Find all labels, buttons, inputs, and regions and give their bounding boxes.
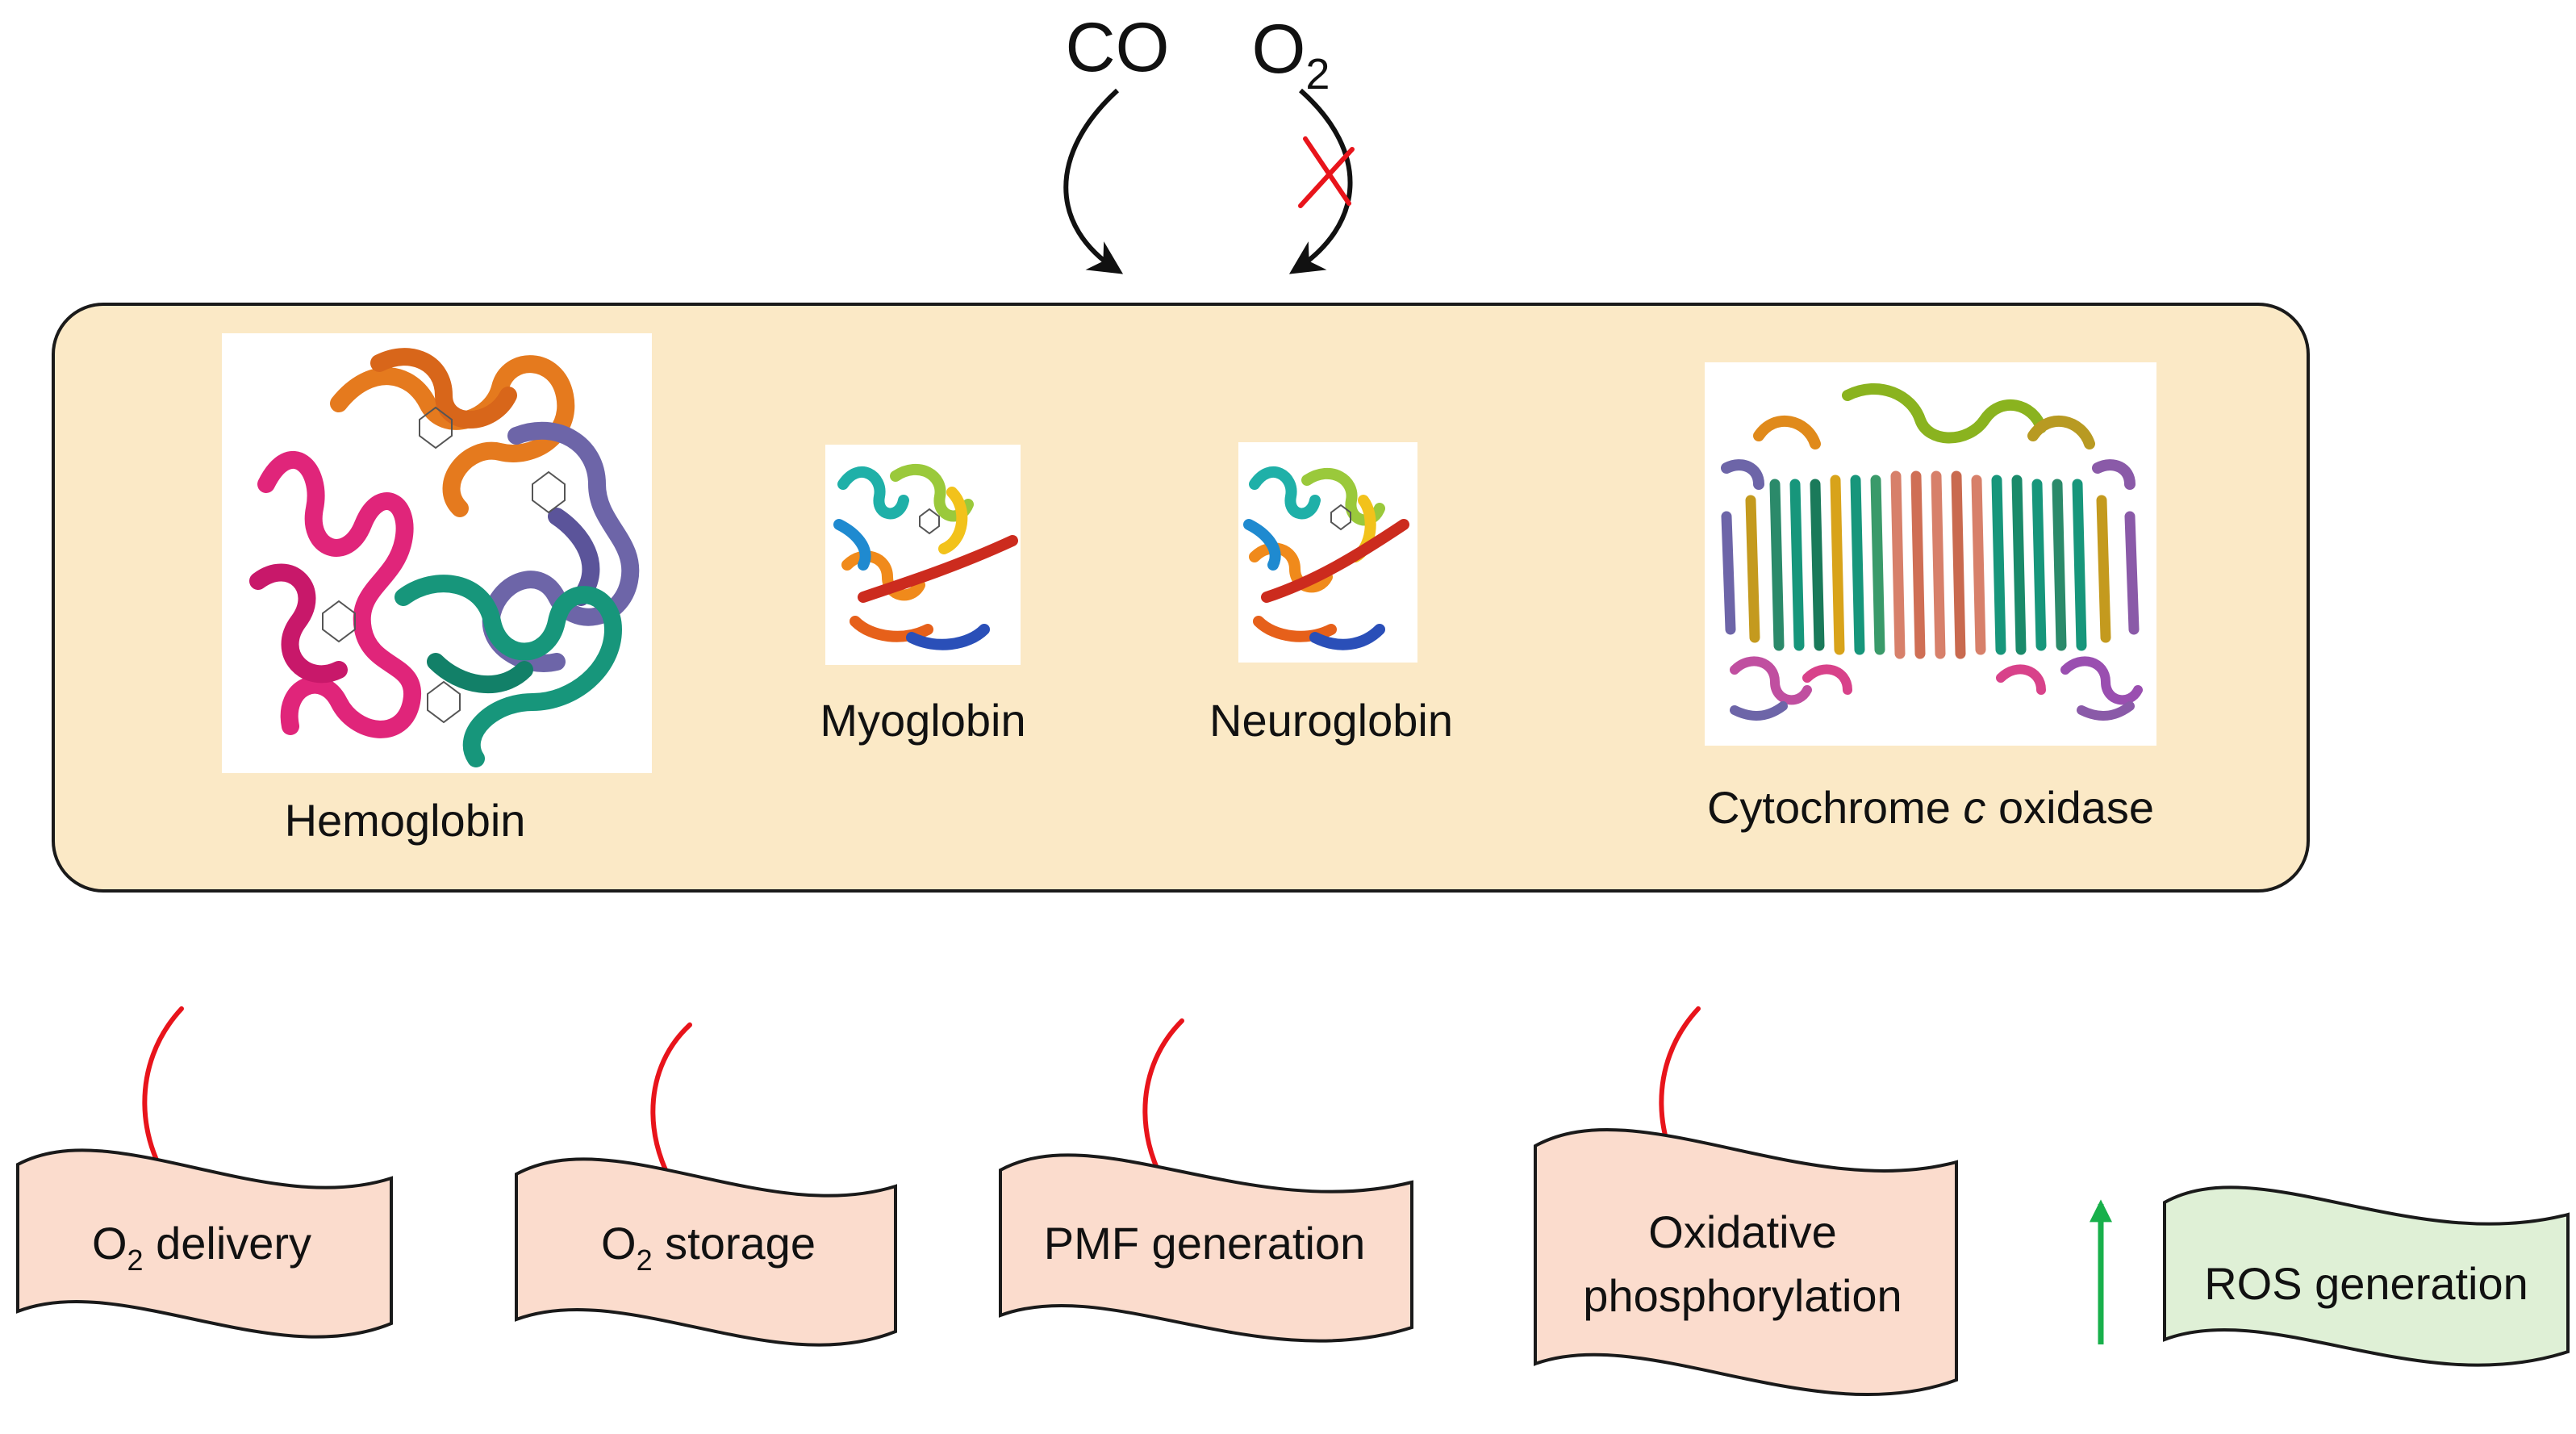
phosphorylation-label: phosphorylation [1583,1270,1902,1321]
effect-banner-oxidative-phosphorylation: Oxidative phosphorylation [1534,1128,1958,1397]
o2-label: O2 [1252,10,1330,98]
effect-banner-o2-storage: O2 storage [515,1157,897,1347]
oxidative-label: Oxidative [1648,1206,1836,1257]
pmf-generation-label: PMF generation [1044,1218,1365,1269]
effect-banner-pmf-generation: PMF generation [999,1153,1413,1343]
cytochrome-c-oxidase-structure-icon [1705,362,2156,746]
effect-banner-ros-generation: ROS generation [2163,1185,2570,1367]
o2-delivery-label: O2 delivery [92,1218,311,1277]
o2-binding-arrow [1288,88,1353,274]
hemoglobin-label: Hemoglobin [285,795,526,846]
ros-generation-label: ROS generation [2204,1258,2528,1309]
effect-banner-o2-delivery: O2 delivery [16,1148,393,1339]
co-label: CO [1066,9,1170,86]
myoglobin-label: Myoglobin [820,695,1025,746]
inhibition-arcs [131,1006,1741,1205]
co-binding-arrow [1063,88,1124,274]
cytochrome-c-oxidase-label: Cytochrome c oxidase [1707,782,2154,833]
o2-storage-label: O2 storage [601,1218,816,1277]
neuroglobin-label: Neuroglobin [1209,695,1453,746]
myoglobin-structure-icon [825,445,1021,665]
neuroglobin-structure-icon [1238,442,1417,663]
o2-blocked-cross-icon [1298,136,1355,208]
hemoglobin-structure-icon [222,333,652,773]
